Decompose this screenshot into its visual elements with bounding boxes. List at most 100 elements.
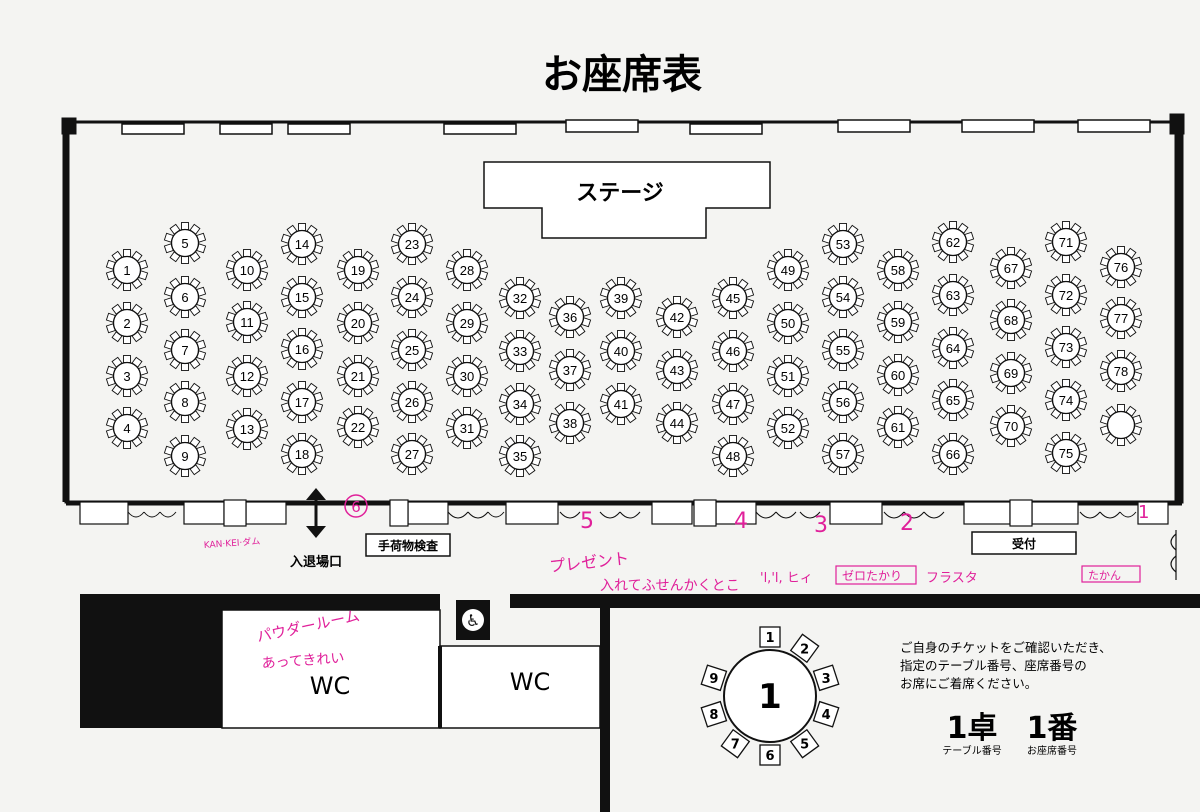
table-circle bbox=[938, 333, 968, 363]
table-circle bbox=[1106, 410, 1136, 440]
table-number: 76 bbox=[1114, 260, 1128, 275]
chair bbox=[894, 440, 902, 448]
table-number: 9 bbox=[181, 449, 188, 464]
table-number: 53 bbox=[836, 237, 850, 252]
legend-seat: 3 bbox=[812, 664, 840, 692]
lower-building: ♿ WC WC bbox=[80, 594, 1200, 812]
chair bbox=[354, 389, 362, 397]
table: 21 bbox=[336, 355, 380, 397]
table-number: 39 bbox=[614, 291, 628, 306]
table-circle bbox=[883, 412, 913, 442]
table-number: 66 bbox=[946, 447, 960, 462]
table-circle bbox=[505, 389, 535, 419]
table: 62 bbox=[931, 221, 975, 263]
table-circle bbox=[170, 228, 200, 258]
chair bbox=[566, 349, 574, 357]
chair bbox=[1062, 379, 1070, 387]
stage: ステージ bbox=[483, 161, 771, 239]
chair bbox=[784, 283, 792, 291]
chair bbox=[839, 433, 847, 441]
table-number: 41 bbox=[614, 397, 628, 412]
chair bbox=[894, 335, 902, 343]
hw-circled-six: 6 bbox=[351, 498, 361, 516]
chair bbox=[123, 441, 131, 449]
hw-present: プレゼント bbox=[548, 549, 630, 576]
table: 35 bbox=[498, 435, 542, 477]
chair bbox=[1117, 404, 1125, 412]
chair bbox=[408, 276, 416, 284]
table-circle bbox=[1106, 303, 1136, 333]
table-circle bbox=[996, 358, 1026, 388]
table: 8 bbox=[163, 381, 207, 423]
table-circle bbox=[828, 282, 858, 312]
table: 68 bbox=[989, 299, 1033, 341]
chair bbox=[123, 302, 131, 310]
wc-label-right: WC bbox=[510, 668, 551, 696]
chair bbox=[298, 433, 306, 441]
chair bbox=[1117, 246, 1125, 254]
legend-seat-box bbox=[789, 728, 820, 759]
table: 18 bbox=[280, 433, 324, 475]
wc-label-left: WC bbox=[310, 672, 351, 700]
chair bbox=[1062, 326, 1070, 334]
chair bbox=[729, 417, 737, 425]
table-number: 32 bbox=[513, 291, 527, 306]
chair bbox=[617, 311, 625, 319]
chair bbox=[123, 407, 131, 415]
chair bbox=[123, 249, 131, 257]
table-circle bbox=[505, 336, 535, 366]
table-circle bbox=[287, 387, 317, 417]
table-number: 18 bbox=[295, 447, 309, 462]
entrance: 入退場口 bbox=[290, 488, 342, 570]
chair bbox=[408, 310, 416, 318]
table-circle bbox=[883, 360, 913, 390]
chair bbox=[1062, 413, 1070, 421]
baggage-check: 手荷物検査 bbox=[365, 533, 451, 557]
table: 60 bbox=[876, 354, 920, 396]
chair bbox=[1007, 333, 1015, 341]
chair bbox=[298, 362, 306, 370]
legend-seat-box bbox=[700, 700, 728, 728]
table-circle bbox=[996, 305, 1026, 335]
chair bbox=[729, 364, 737, 372]
table: 64 bbox=[931, 327, 975, 369]
table-number: 4 bbox=[123, 421, 130, 436]
table-number: 48 bbox=[726, 449, 740, 464]
table: 50 bbox=[766, 302, 810, 344]
chair bbox=[566, 330, 574, 338]
table-number: 59 bbox=[891, 315, 905, 330]
baggage-check-label: 手荷物検査 bbox=[378, 538, 439, 553]
chair bbox=[839, 276, 847, 284]
legend-seat-number: 7 bbox=[731, 738, 740, 753]
table-circle bbox=[996, 253, 1026, 283]
hw-wc-note2: あってきれい bbox=[261, 650, 345, 672]
table-number: 1 bbox=[123, 263, 130, 278]
table: 61 bbox=[876, 406, 920, 448]
table: 49 bbox=[766, 249, 810, 291]
table: 78 bbox=[1099, 350, 1143, 392]
lower-wall bbox=[66, 499, 1182, 527]
chair bbox=[243, 301, 251, 309]
chair bbox=[949, 274, 957, 282]
table-number: 51 bbox=[781, 369, 795, 384]
reception-label: 受付 bbox=[1012, 536, 1036, 551]
table: 73 bbox=[1044, 326, 1088, 368]
chair bbox=[673, 383, 681, 391]
chair bbox=[463, 407, 471, 415]
table-number: 23 bbox=[405, 237, 419, 252]
chair bbox=[673, 349, 681, 357]
table-number: 42 bbox=[670, 310, 684, 325]
table-circle bbox=[1051, 227, 1081, 257]
chair bbox=[729, 330, 737, 338]
chair bbox=[408, 467, 416, 475]
table: 31 bbox=[445, 407, 489, 449]
table-number: 38 bbox=[563, 416, 577, 431]
table: 23 bbox=[390, 223, 434, 265]
tables-layer: 1234567891011121314151617181920212223242… bbox=[105, 221, 1143, 477]
chair bbox=[839, 415, 847, 423]
chair bbox=[408, 381, 416, 389]
hw-fraster: フラスタ bbox=[926, 571, 978, 586]
table-circle bbox=[555, 302, 585, 332]
table-circle bbox=[718, 283, 748, 313]
